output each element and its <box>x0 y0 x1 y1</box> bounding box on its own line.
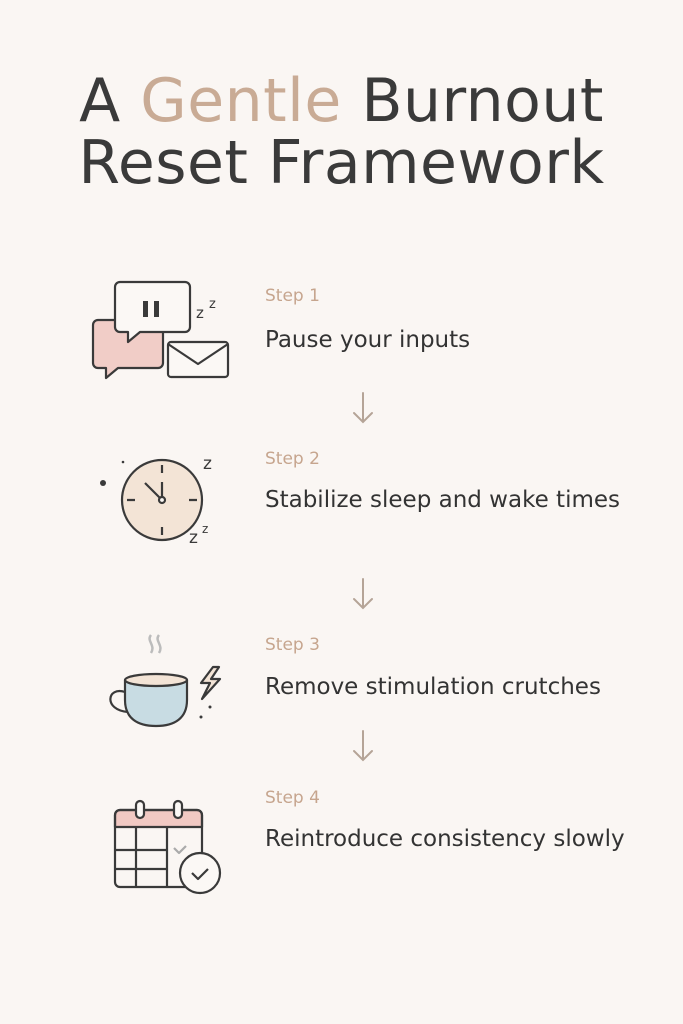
page-title-line-2: Reset Framework <box>78 128 605 198</box>
svg-text:z: z <box>189 528 198 548</box>
step-3-label: Step 3 <box>265 635 320 655</box>
step-4-label: Step 4 <box>265 788 320 808</box>
title-accent: Gentle <box>140 66 342 136</box>
svg-text:z: z <box>209 297 216 312</box>
arrow-down-icon <box>353 578 373 610</box>
title-text: Burnout <box>341 66 604 136</box>
step-1-text: Pause your inputs <box>265 327 471 353</box>
svg-text:z: z <box>202 522 208 536</box>
arrow-down-icon <box>353 392 373 424</box>
pause-message-envelope-icon: z z <box>91 280 230 380</box>
step-2-text: Stabilize sleep and wake times <box>265 487 620 513</box>
step-1-label: Step 1 <box>265 286 320 306</box>
title-text: A <box>79 66 141 136</box>
arrow-down-icon <box>353 730 373 762</box>
step-2-label: Step 2 <box>265 449 320 469</box>
svg-text:z: z <box>196 304 204 322</box>
coffee-lightning-icon <box>109 634 222 728</box>
clock-sleep-icon: z z z <box>100 454 212 548</box>
step-4-text: Reintroduce consistency slowly <box>265 826 625 852</box>
calendar-check-icon <box>113 799 222 895</box>
step-3-text: Remove stimulation crutches <box>265 674 601 700</box>
svg-text:z: z <box>203 454 212 474</box>
page-title-line-1: A Gentle Burnout <box>0 68 683 134</box>
